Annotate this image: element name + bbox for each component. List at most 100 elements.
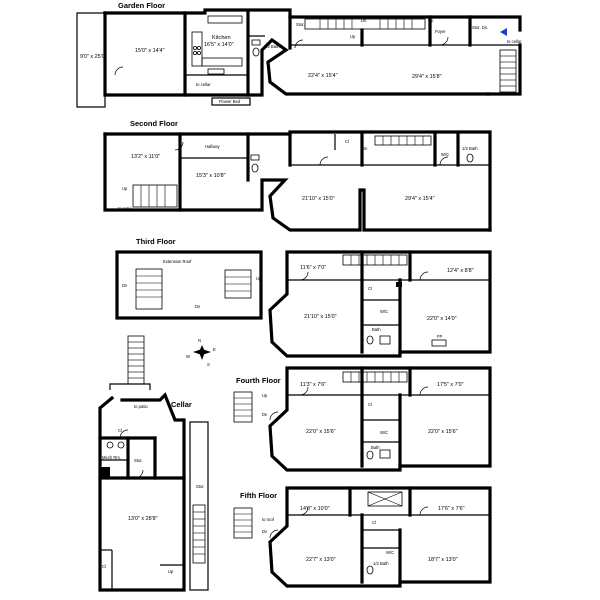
fifth-cl: Cl — [372, 520, 376, 525]
door-swing — [119, 429, 129, 439]
fifth-skylight — [367, 491, 403, 507]
compass-n: N — [198, 338, 201, 343]
fifth-r1-dim: 14'0" x 10'0" — [300, 506, 330, 512]
kitchen-counter — [207, 15, 243, 24]
third-wall-outline — [268, 250, 492, 358]
fourth-floor-title: Fourth Floor — [236, 376, 281, 385]
fifth-wic: W/C — [386, 550, 394, 555]
garden-wall-right — [486, 43, 522, 96]
third-extension-roof-label: Extension Roof — [163, 259, 192, 264]
second-cl: Cl — [345, 139, 349, 144]
cellar-to-patio: to patio — [134, 404, 148, 409]
garden-to-cellar: to cellar — [196, 82, 211, 87]
door-swing — [439, 156, 449, 166]
door-swing — [269, 411, 279, 421]
cellar-main-dim: 13'0" x 28'8" — [128, 516, 158, 522]
compass-e: E — [213, 347, 216, 352]
second-room2-dim: 15'3" x 10'8" — [196, 173, 226, 179]
toilet-icon — [366, 335, 374, 345]
kitchen-island — [207, 68, 225, 75]
garden-floor: Garden Floor 9'0" x 25'0" — [76, 1, 522, 108]
cellar-stor2: Stor. — [196, 484, 205, 489]
cellar-cl2: Cl — [102, 564, 106, 569]
fourth-stairs — [342, 371, 408, 383]
door-swing — [419, 506, 429, 516]
third-up: Up — [256, 276, 262, 281]
third-r2-dim: 12'4" x 8'8" — [447, 268, 474, 274]
second-hallway: Hallway — [205, 144, 221, 149]
fourth-cl: Cl — [368, 402, 372, 407]
garden-exterior-stairs — [499, 49, 517, 93]
garden-floor-title: Garden Floor — [118, 1, 165, 10]
second-floor: Second Floor 13'2" x 11'0" H — [103, 119, 492, 232]
cellar-title: Cellar — [171, 400, 192, 409]
third-fp: FP — [437, 334, 443, 339]
third-cl: Cl — [368, 286, 372, 291]
entry-arrow-icon — [500, 28, 507, 36]
garden-half-bath: 1/2 Bath — [264, 44, 280, 49]
fifth-floor: Fifth Floor to roof Dn 14'0" x 10'0" 17'… — [233, 486, 492, 588]
garden-kitchen-dim: 16'5" x 14'0" — [204, 42, 234, 48]
fourth-r3-dim: 22'0" x 15'6" — [306, 429, 336, 435]
second-wic: W/C — [441, 152, 449, 157]
door-swing — [439, 36, 449, 46]
door-swing — [269, 529, 279, 539]
garden-front-dim: 29'4" x 15'8" — [412, 74, 442, 80]
second-wall-outline — [103, 132, 492, 232]
stove-burner-icon — [192, 46, 197, 51]
garden-foyer: Foyer — [435, 29, 446, 34]
third-r3-dim: 21'10" x 15'0" — [304, 314, 337, 320]
door-swing — [299, 506, 309, 516]
door-swing — [299, 386, 309, 396]
cellar-stairs — [192, 504, 206, 564]
garden-flower-bed: Flower Bed — [219, 99, 241, 104]
second-up: Up — [122, 186, 128, 191]
fourth-r2-dim: 17'5" x 7'0" — [437, 382, 464, 388]
stove-burner-icon — [196, 51, 201, 56]
cellar-chimney — [100, 467, 110, 477]
stove-burner-icon — [196, 46, 201, 51]
boiler-icon — [117, 441, 125, 449]
second-room1-dim: 13'2" x 11'0" — [131, 154, 160, 160]
fifth-wall-outline — [268, 486, 492, 588]
sink-icon — [250, 154, 260, 161]
garden-wall-bottom — [103, 11, 490, 97]
toilet-icon — [252, 47, 260, 57]
third-floor-title: Third Floor — [136, 237, 176, 246]
garden-up: Up — [428, 18, 434, 23]
fifth-r4-dim: 18'7" x 13'0" — [428, 557, 458, 563]
fireplace-icon — [431, 339, 447, 347]
garden-up2: Up — [350, 34, 356, 39]
kitchen-counter — [201, 57, 243, 67]
third-extension-roof — [115, 250, 263, 320]
fourth-floor: Fourth Floor Up Dn 11'3" x 7'6" 17'5" x … — [233, 366, 492, 472]
sink-icon — [251, 39, 261, 46]
cellar-wall — [109, 383, 151, 390]
third-r4-dim: 22'0" x 14'0" — [427, 316, 457, 322]
door-swing — [134, 469, 144, 479]
bathtub-icon — [379, 335, 391, 345]
toilet-icon — [366, 450, 374, 460]
second-living-dim: 21'10" x 15'0" — [302, 196, 335, 202]
door-swing — [294, 39, 304, 49]
garden-kitchen-name: Kitchen — [212, 35, 231, 41]
kitchen-counter — [191, 31, 203, 67]
second-wall-outline — [103, 130, 492, 232]
fifth-floor-title: Fifth Floor — [240, 491, 277, 500]
cellar-floor: Cellar to patio Cl Mech Rm. S — [98, 335, 209, 592]
fourth-r4-dim: 22'0" x 15'6" — [428, 429, 458, 435]
door-swing — [419, 386, 429, 396]
third-dn: Dn — [122, 283, 128, 288]
bathtub-icon — [379, 449, 391, 459]
garden-dn: Dn — [361, 18, 367, 23]
garden-patio — [76, 12, 106, 108]
cellar-up: Up — [168, 569, 174, 574]
compass-needle-icon — [193, 349, 211, 355]
door-swing — [419, 271, 429, 281]
second-half-bath: 1/2 Bath — [462, 146, 478, 151]
fourth-up: Up — [262, 393, 268, 398]
fifth-r2-dim: 17'6" x 7'6" — [438, 506, 465, 512]
third-r1-dim: 11'6" x 7'0" — [300, 265, 326, 271]
third-bath: Bath — [372, 327, 381, 332]
